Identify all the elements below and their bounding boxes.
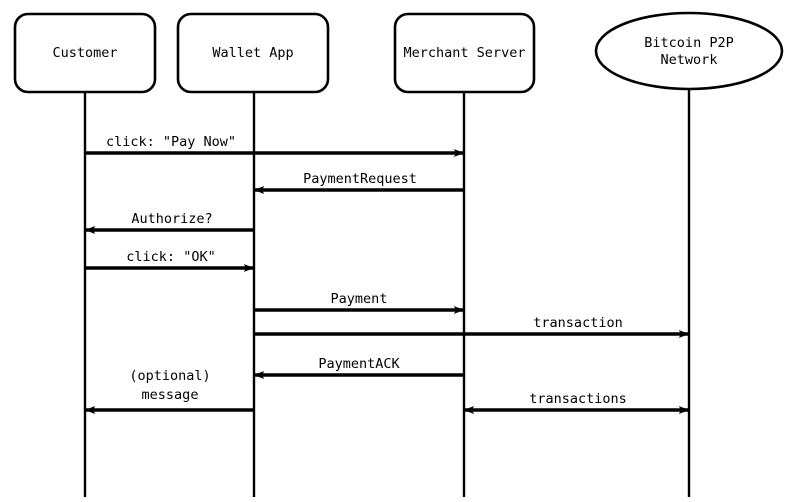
msg-payment-label: Payment [331,291,388,307]
msg-click-ok-label: click: "OK" [126,249,215,265]
msg-transaction-label: transaction [533,315,622,331]
participant-box-bitcoin[interactable] [594,11,784,91]
msg-payment-request-label: PaymentRequest [303,171,417,187]
participant-label-merchant: Merchant Server [404,45,526,61]
participant-label-wallet: Wallet App [212,45,293,61]
participants-group: Customer Wallet App Merchant Server Bitcoin… [13,11,784,94]
participant-box-customer[interactable] [13,12,157,94]
lifelines-group [83,89,691,497]
messages-group: click: "Pay Now" PaymentRequestAuthorize?… [84,134,690,414]
participant-box-wallet[interactable] [176,12,330,94]
msg-authorize-label: Authorize? [131,211,212,227]
msg-click-pay-now-label: click: "Pay Now" [106,134,236,150]
msg-payment-ack-label: PaymentACK [318,356,400,372]
msg-optional-message-label: (optional)message [129,368,210,403]
participant-box-merchant[interactable] [393,12,536,94]
msg-transactions-label: transactions [529,391,627,407]
participant-label-customer: Customer [52,45,117,61]
